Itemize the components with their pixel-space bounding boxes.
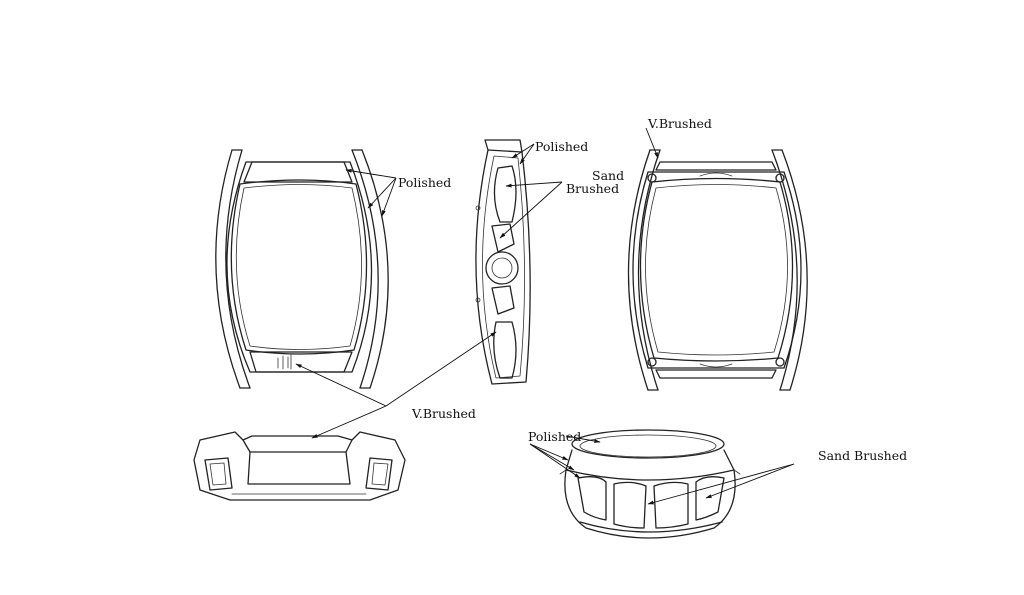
label-v-brushed-back: V.Brushed xyxy=(647,116,712,131)
screw-top-right xyxy=(775,173,785,183)
crown xyxy=(485,251,519,285)
leader-lines xyxy=(295,127,795,505)
side-view-case xyxy=(475,139,531,385)
side-window-lower xyxy=(491,285,515,315)
crown-top-disc xyxy=(571,429,725,459)
label-brushed-side: Brushed xyxy=(566,181,619,196)
back-view-case xyxy=(627,149,808,391)
label-v-brushed-bottom: V.Brushed xyxy=(411,406,476,421)
side-window-upper xyxy=(491,223,515,253)
screw-top-left xyxy=(647,173,657,183)
screw-bottom-left xyxy=(647,357,657,367)
bottom-perspective-case xyxy=(193,431,406,501)
front-view-case xyxy=(215,149,389,389)
label-polished-side: Polished xyxy=(535,139,588,154)
label-polished-front: Polished xyxy=(398,175,451,190)
crown-perspective-view xyxy=(559,429,741,539)
bottom-window-left xyxy=(204,457,233,491)
side-window-top xyxy=(493,165,517,223)
front-brush-marks xyxy=(277,354,292,370)
screw-bottom-right xyxy=(775,357,785,367)
bottom-window-right xyxy=(365,457,393,491)
side-window-bottom xyxy=(493,321,517,379)
label-sand-side: Sand xyxy=(592,168,624,183)
label-sand-brushed-crown: Sand Brushed xyxy=(818,448,907,463)
label-polished-crown: Polished xyxy=(528,429,581,444)
